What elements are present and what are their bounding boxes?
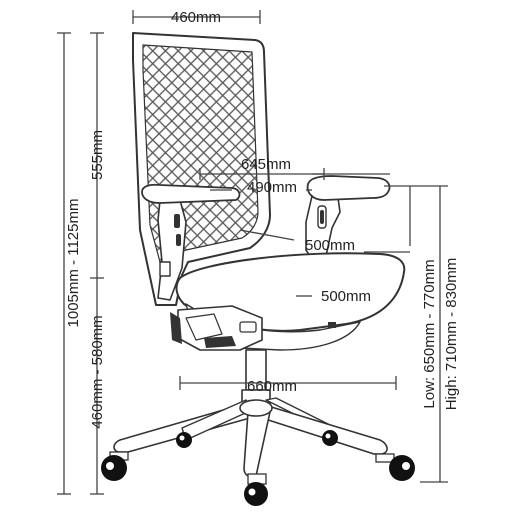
castor-wheel-left-back <box>176 432 192 448</box>
left-armrest-knob <box>159 261 171 277</box>
backrest-bracket <box>170 312 182 344</box>
castor-wheel-left-front <box>101 451 129 481</box>
castor-wheel-right-front <box>375 453 415 481</box>
base-hub <box>239 399 273 417</box>
label-arm-height-low: Low: 650mm - 770mm <box>421 259 438 408</box>
label-backrest-width: 460mm <box>171 9 221 26</box>
label-arm-width-outer: 645mm <box>241 156 291 173</box>
label-backrest-height: 555mm <box>89 130 106 180</box>
castor-wheels <box>101 430 415 506</box>
dimension-lines <box>57 10 448 495</box>
label-seat-depth: 500mm <box>305 237 355 254</box>
base-leg-front <box>243 411 271 478</box>
mechanism-handle <box>204 336 236 348</box>
label-seat-width: 500mm <box>321 288 371 305</box>
right-armrest-slot-inner <box>320 210 324 224</box>
dim-line-seat-depth <box>239 229 295 241</box>
label-total-height: 1005mm - 1125mm <box>65 199 82 328</box>
right-armrest-pad <box>306 175 391 201</box>
castor-wheel-right-back <box>322 430 338 446</box>
label-seat-height: 460mm - 580mm <box>89 315 106 428</box>
mechanism-plate <box>185 313 223 341</box>
mechanism-knob <box>239 321 257 333</box>
castor-wheel-front <box>244 473 268 506</box>
left-armrest-slot-2 <box>176 234 181 246</box>
left-armrest-pad <box>141 183 241 204</box>
label-base-diameter: 660mm <box>247 378 297 395</box>
chair-drawing <box>113 32 406 478</box>
label-arm-width-inner: 490mm <box>247 179 297 196</box>
left-armrest-slot <box>174 214 180 228</box>
seat-clip <box>328 322 336 328</box>
label-arm-height-high: High: 710mm - 830mm <box>443 258 460 411</box>
base-leg-right-front <box>261 405 388 455</box>
